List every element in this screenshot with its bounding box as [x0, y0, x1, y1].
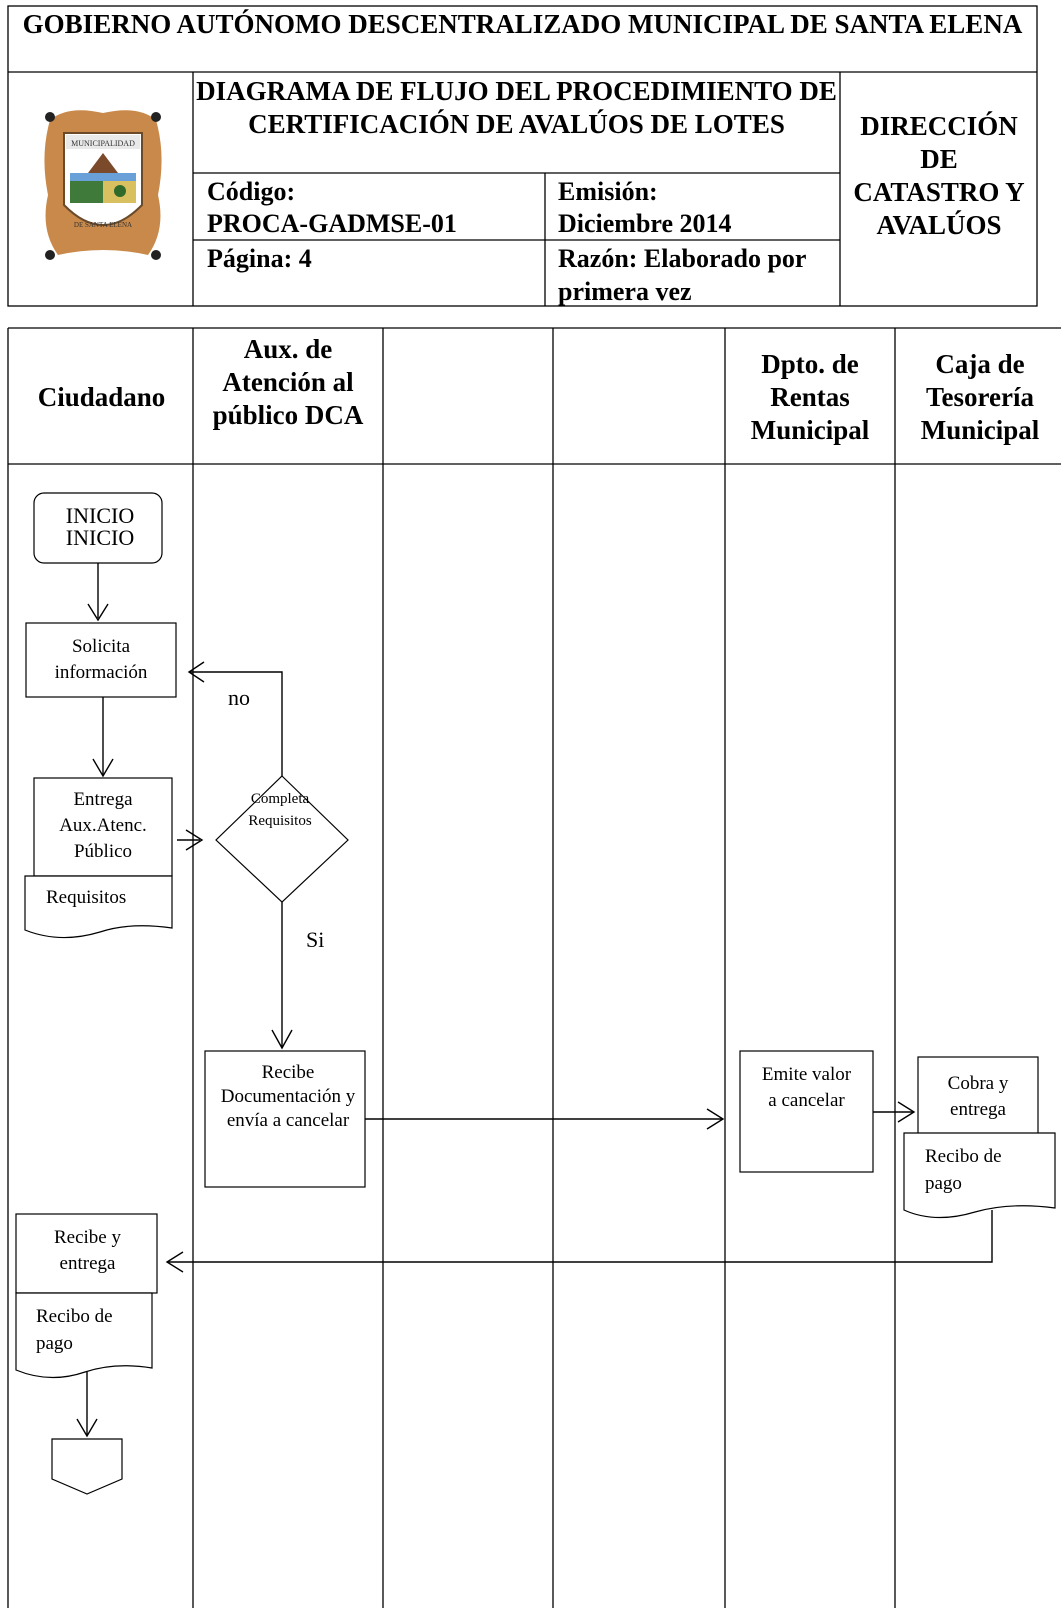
recibe-doc-label: Recibe Documentación y envía a cancelar [220, 1062, 356, 1131]
emite-label: Emite valor a cancelar [761, 1064, 852, 1111]
recibe-entrega-label: Recibe y entrega [53, 1227, 121, 1274]
requisitos-document [24, 875, 173, 939]
emission-label: Emisión: [558, 177, 658, 206]
code-value: PROCA-GADMSE-01 [207, 209, 457, 238]
recibo-caja-document [903, 1132, 1056, 1219]
entrega-node [33, 777, 173, 877]
decision-node-label: Completa Requisitos [248, 791, 312, 829]
code-label: Código: [207, 177, 296, 206]
recibo-ciudadano-label: Recibo de pago [36, 1306, 113, 1354]
lane-header-aux-atencion: Aux. de Atención al público DCA [212, 334, 364, 430]
org-title: GOBIERNO AUTÓNOMO DESCENTRALIZADO MUNICI… [22, 9, 1023, 39]
recibe-entrega-node [15, 1213, 158, 1294]
start-node-label: INICIO INICIO [65, 503, 135, 550]
cobra-label: Cobra y entrega [947, 1073, 1009, 1120]
page-label: Página: 4 [207, 244, 312, 273]
emite-node [739, 1050, 874, 1173]
emission-value: Diciembre 2014 [558, 209, 732, 238]
lane-header-rentas: Dpto. de Rentas Municipal [750, 349, 870, 445]
municipal-seal-icon: MUNICIPALIDAD DE SANTA ELENA [44, 110, 162, 260]
recibe-doc-node [204, 1050, 366, 1188]
cobra-node [917, 1056, 1039, 1136]
reason-label: Razón: Elaborado por primera vez [558, 244, 806, 306]
logo-text-top: MUNICIPALIDAD [71, 139, 135, 148]
swimlane-grid [7, 327, 1061, 1608]
connectors [76, 563, 993, 1438]
header-frame [7, 5, 1038, 307]
end-connector [51, 1438, 123, 1495]
recibo-caja-label: Recibo de pago [925, 1146, 1002, 1194]
recibo-ciudadano-document [15, 1292, 153, 1379]
requisitos-label: Requisitos [46, 887, 127, 908]
si-label: Si [306, 927, 325, 952]
lane-header-ciudadano: Ciudadano [37, 382, 166, 412]
doc-title: DIAGRAMA DE FLUJO DEL PROCEDIMIENTO DE C… [196, 76, 837, 139]
solicita-node-label: Solicita información [54, 636, 148, 683]
solicita-node [25, 622, 177, 698]
entrega-node-label: Entrega Aux.Atenc. Público [59, 789, 147, 862]
no-label: no [228, 685, 250, 710]
lane-header-tesoreria: Caja de Tesorería Municipal [920, 349, 1040, 445]
direction-label: DIRECCIÓN DE CATASTRO Y AVALÚOS [853, 111, 1025, 240]
logo-text-bottom: DE SANTA ELENA [74, 221, 132, 229]
